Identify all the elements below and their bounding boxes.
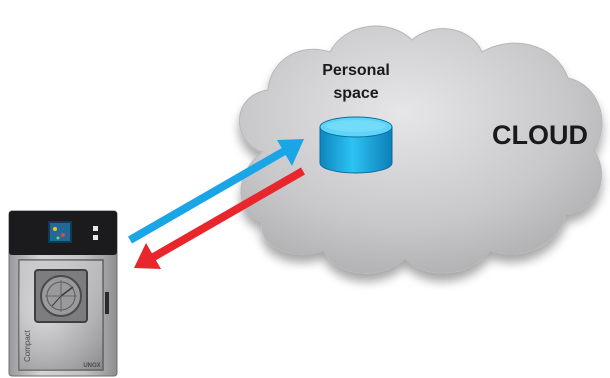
- oven-button: [93, 226, 98, 231]
- oven-button: [93, 235, 98, 240]
- upload-arrow: [128, 139, 304, 244]
- cloud-outline: [238, 25, 603, 274]
- storage-label-line1: Personal: [322, 62, 390, 79]
- oven-device: Compact UNOX: [8, 210, 118, 377]
- database-icon: [319, 116, 393, 174]
- oven-logo: UNOX: [83, 363, 100, 369]
- cloud-label: CLOUD: [492, 120, 588, 150]
- oven-handle: [105, 292, 109, 314]
- download-arrow: [134, 167, 305, 269]
- oven-model-text: Compact: [23, 329, 32, 362]
- storage-label-line2: space: [333, 85, 378, 102]
- cloud-shape: [238, 25, 603, 274]
